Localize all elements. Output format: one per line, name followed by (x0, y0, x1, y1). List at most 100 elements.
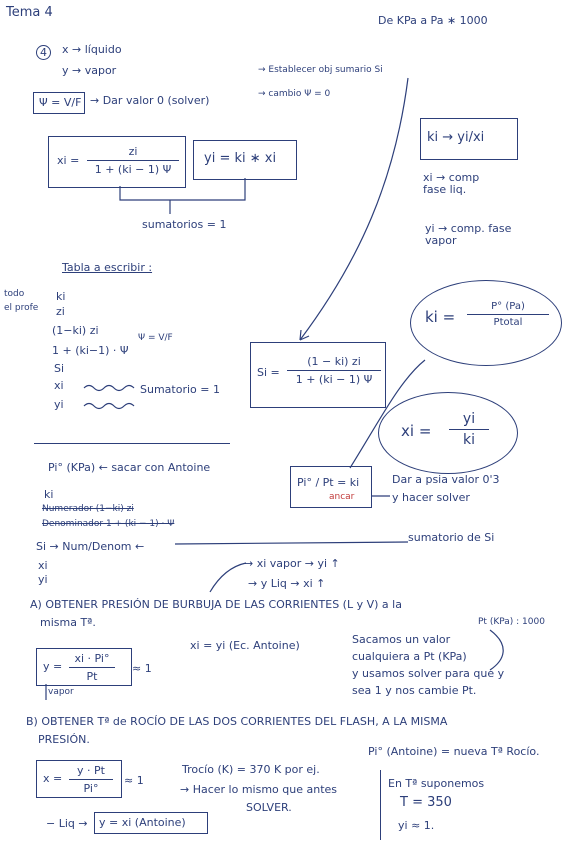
sumatorio-note: Sumatorio = 1 (140, 383, 220, 396)
dew-eq-numerator: y · Pt (77, 764, 105, 777)
bubble-eq-approx: ≈ 1 (132, 662, 152, 675)
section-b-title: B) OBTENER Tª de ROCÍO DE LAS DOS CORRIE… (26, 715, 448, 728)
dew-eq-lhs: x = (43, 772, 63, 785)
ki-definition-box: ki → yi/xi (420, 118, 518, 160)
arrow-sumatorio-to-si (174, 541, 409, 545)
xi-bubble-fraction: yi ki (449, 411, 489, 448)
xi-bubble-numerator: yi (462, 411, 476, 427)
explain-line-1: Sacamos un valor (352, 633, 451, 646)
trocio-note: Trocío (K) = 370 K por ej. (182, 763, 320, 776)
yi-approx-note: yi ≈ 1. (398, 819, 435, 832)
si-formula-numerator: (1 − ki) zi (307, 355, 361, 368)
page-title: Tema 4 (6, 5, 53, 20)
liq-label: − Liq → (46, 817, 88, 830)
section2-yi: yi (38, 573, 48, 586)
si-formula-box: Si = (1 − ki) zi 1 + (ki − 1) Ψ (250, 342, 386, 408)
section-b-title-cont: PRESIÓN. (38, 733, 90, 746)
bubble-eq-fraction: xi · Pi° Pt (69, 652, 115, 683)
numerador-row: Numerador (1−ki) zi (42, 504, 134, 514)
sumatorios-note: sumatorios = 1 (142, 218, 227, 231)
nueva-trocio-note: Pi° (Antoine) = nueva Tª Rocío. (368, 745, 540, 758)
psi-note: → Dar valor 0 (solver) (90, 94, 210, 107)
liq-box-formula: y = xi (Antoine) (99, 816, 186, 829)
bubble-eq-note: vapor (48, 687, 74, 697)
bubble-pressure-box: y = xi · Pi° Pt (36, 648, 132, 686)
psi-reference: Ψ = V/F (138, 333, 173, 343)
x-definition: x → líquido (62, 43, 122, 56)
arrow-si-head (299, 329, 310, 341)
ki-bubble-numerator: P° (Pa) (491, 301, 525, 312)
connector-xi-yi-down (119, 178, 246, 201)
dew-temperature-box: x = y · Pt Pi° (36, 760, 122, 798)
ki-bubble-fraction: P° (Pa) Ptotal (467, 301, 549, 328)
ki-definition: ki → yi/xi (427, 130, 485, 145)
arrow-pt-curve (489, 629, 504, 671)
section2-xi: xi (38, 559, 48, 572)
section-divider (34, 443, 230, 444)
xi-yi-antoine: xi = yi (Ec. Antoine) (190, 639, 300, 652)
t-value: T = 350 (400, 795, 452, 810)
ki-bubble-denominator: Ptotal (493, 317, 523, 328)
table-item-numerator: (1−ki) zi (52, 324, 99, 337)
explain-line-2: cualquiera a Pt (KPa) (352, 650, 467, 663)
ki-antoine-note: ancar (329, 492, 355, 502)
pt-note: Pt (KPa) : 1000 (478, 617, 545, 627)
xi-composition-note: xi → comp fase liq. (423, 171, 480, 197)
arrow-si-to-box (299, 77, 409, 341)
pi-antoine-note: Pi° (KPa) ← sacar con Antoine (48, 461, 211, 474)
explain-line-3: y usamos solver para que y (352, 667, 505, 680)
xi-bubble: xi = yi ki (378, 392, 518, 474)
denominador-row: Denominador 1 + (ki − 1) · Ψ (42, 519, 175, 529)
dar-valor-note: Dar a psia valor 0'3 (392, 473, 500, 486)
ki-bubble-lhs: ki = (425, 308, 456, 326)
ki-antoine-box: Pi° / Pt = ki ancar (290, 466, 372, 508)
table-heading: Tabla a escribir : (62, 261, 153, 274)
sumatorio-si-note: sumatorio de Si (408, 531, 495, 544)
unit-conversion-note: De KPa a Pa ∗ 1000 (378, 14, 488, 27)
si-formula-lhs: Si = (257, 366, 280, 379)
table-item-zi: zi (56, 305, 65, 318)
dew-eq-fraction: y · Pt Pi° (69, 764, 113, 795)
hacer-note: → Hacer lo mismo que antes (180, 783, 338, 796)
section2-ki: ki (44, 488, 54, 501)
ki-bubble: ki = P° (Pa) Ptotal (410, 280, 562, 366)
side-divider (380, 770, 382, 840)
side-note-todo: todo (4, 289, 25, 299)
bubble-eq-denominator: Pt (86, 670, 98, 683)
table-item-denominator: 1 + (ki−1) · Ψ (52, 344, 129, 357)
en-t-note: En Tª suponemos (388, 777, 485, 790)
table-item-si: Si (54, 362, 65, 375)
psi-box: Ψ = V/F (33, 92, 85, 114)
si-formula-fraction: (1 − ki) zi 1 + (ki − 1) Ψ (287, 355, 381, 386)
dew-eq-approx: ≈ 1 (124, 774, 144, 787)
table-item-ki: ki (56, 290, 66, 303)
hacer-solver-note: y hacer solver (392, 491, 470, 504)
si-formula-denominator: 1 + (ki − 1) Ψ (295, 373, 373, 386)
arrow-to-xi-vapor (209, 562, 247, 593)
ki-antoine-formula: Pi° / Pt = ki (297, 476, 360, 489)
xi-bubble-lhs: xi = (401, 422, 432, 440)
squiggle-xi (83, 384, 135, 392)
bubble-eq-lhs: y = (43, 660, 63, 673)
section-a-title-cont: misma Tª. (40, 616, 96, 629)
xi-formula-numerator: zi (128, 145, 138, 158)
explain-line-4: sea 1 y nos cambie Pt. (352, 684, 477, 697)
solver-note: SOLVER. (246, 801, 292, 814)
side-note-profe: el profe (4, 303, 39, 313)
section-a-title: A) OBTENER PRESIÓN DE BURBUJA DE LAS COR… (30, 598, 402, 611)
xi-vapor-note: → xi vapor → yi ↑ (244, 557, 340, 570)
dew-eq-denominator: Pi° (83, 782, 99, 795)
solver-note-objective: → Establecer obj sumario Si (258, 65, 383, 75)
psi-equation: Ψ = V/F (39, 96, 82, 109)
table-item-xi: xi (54, 379, 64, 392)
yi-formula: yi = ki ∗ xi (204, 151, 277, 166)
bubble-eq-numerator: xi · Pi° (74, 652, 110, 665)
xi-bubble-denominator: ki (463, 432, 475, 448)
yi-liq-note: → y Liq → xi ↑ (248, 577, 326, 590)
xi-formula-fraction: zi 1 + (ki − 1) Ψ (87, 145, 179, 176)
xi-formula-denominator: 1 + (ki − 1) Ψ (94, 163, 172, 176)
solver-note-change: → cambio Ψ = 0 (258, 89, 331, 99)
liq-box: y = xi (Antoine) (94, 812, 208, 834)
